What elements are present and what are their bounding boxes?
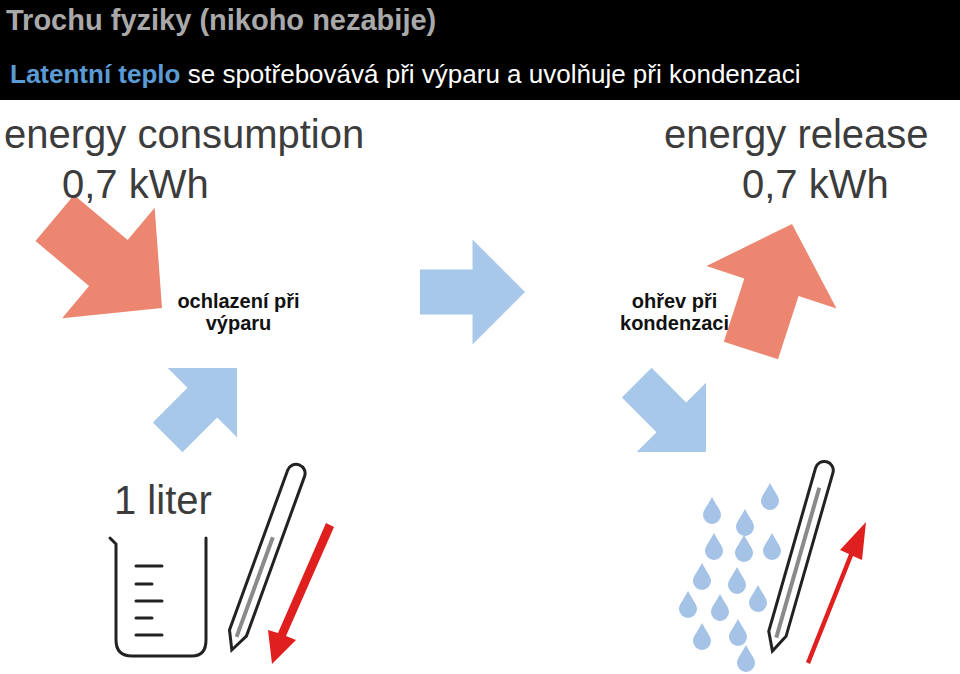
- energy-value: 0,7 kWh: [742, 162, 889, 207]
- temperature-up-arrow: [806, 522, 866, 664]
- energy-heading: energy release: [664, 112, 929, 157]
- volume-label: 1 liter: [114, 478, 212, 523]
- energy-in-arrow: [8, 163, 208, 363]
- process-label: ochlazení při výparu: [176, 290, 301, 335]
- condensation-arrow: [602, 348, 741, 487]
- energy-out-arrow: [686, 203, 857, 372]
- energy-heading: energy consumption: [4, 112, 364, 157]
- beaker: [110, 538, 206, 656]
- subtitle-term: Latentní teplo: [10, 60, 180, 89]
- vapour-arrow: [420, 240, 525, 345]
- subtitle: se spotřebovává při výparu a uvolňuje př…: [188, 60, 801, 89]
- process-label: ohřev při kondenzaci: [612, 290, 737, 335]
- slide-title: Trochu fyziky (nikoho nezabije): [6, 4, 436, 36]
- energy-value: 0,7 kWh: [62, 162, 209, 207]
- water-droplets: [679, 483, 781, 672]
- temperature-down-arrow: [268, 523, 334, 664]
- thermometer-falling: [223, 462, 307, 653]
- evaporation-arrow: [133, 333, 272, 472]
